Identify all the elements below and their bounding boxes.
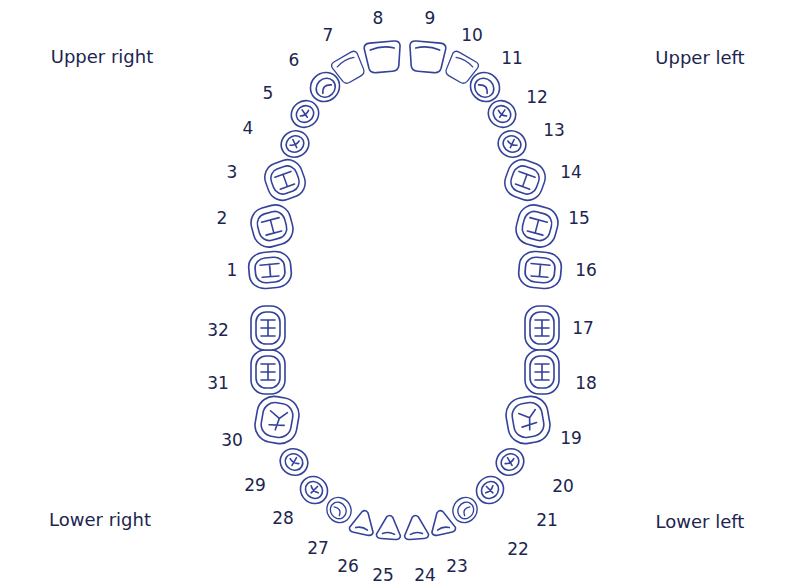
tooth [448, 493, 481, 527]
tooth-number: 32 [207, 322, 229, 339]
tooth-number: 3 [227, 164, 238, 181]
tooth-number: 8 [373, 10, 384, 27]
tooth [251, 350, 285, 394]
tooth-number: 28 [272, 510, 294, 527]
tooth-number: 24 [414, 567, 436, 584]
tooth-number: 9 [425, 10, 436, 27]
tooth [471, 471, 509, 509]
tooth [518, 250, 563, 290]
tooth [295, 471, 333, 509]
tooth-number: 26 [337, 558, 359, 575]
tooth-number: 1 [227, 262, 238, 279]
tooth [428, 508, 456, 536]
tooth [376, 515, 402, 540]
tooth [503, 394, 552, 447]
tooth-number: 18 [575, 375, 597, 392]
tooth [252, 394, 301, 447]
tooth [248, 202, 297, 251]
tooth [491, 444, 528, 481]
tooth-number: 7 [323, 27, 334, 44]
tooth [501, 156, 550, 205]
tooth-number: 4 [243, 120, 254, 137]
tooth-number: 16 [575, 262, 597, 279]
quadrant-label: Lower right [49, 511, 151, 529]
tooth [483, 95, 521, 132]
tooth [275, 444, 312, 481]
tooth-number: 19 [560, 430, 582, 447]
tooth-number: 15 [568, 210, 590, 227]
tooth-number: 31 [207, 375, 229, 392]
tooth [408, 40, 446, 73]
tooth-number: 14 [560, 164, 582, 181]
tooth [349, 508, 377, 536]
tooth-number: 5 [263, 85, 274, 102]
tooth [261, 156, 310, 205]
tooth [322, 493, 355, 527]
tooth-number: 21 [536, 512, 558, 529]
tooth-number: 13 [543, 122, 565, 139]
tooth [403, 515, 429, 540]
tooth [364, 40, 402, 73]
tooth-number: 29 [244, 477, 266, 494]
tooth [513, 202, 562, 251]
tooth [248, 250, 293, 290]
quadrant-label: Lower left [656, 513, 745, 531]
tooth-number: 25 [372, 567, 394, 584]
tooth-number: 27 [307, 540, 329, 557]
tooth-number: 22 [507, 541, 529, 558]
tooth [525, 350, 559, 394]
tooth-number: 11 [501, 50, 523, 67]
tooth-number: 10 [461, 27, 483, 44]
quadrant-label: Upper left [655, 49, 744, 67]
tooth-number: 23 [446, 558, 468, 575]
tooth-number: 30 [221, 432, 243, 449]
tooth-number: 12 [526, 89, 548, 106]
tooth [251, 306, 285, 350]
tooth-number: 2 [217, 210, 228, 227]
tooth [277, 126, 313, 161]
tooth [525, 306, 559, 350]
tooth-number: 20 [552, 478, 574, 495]
tooth [494, 126, 530, 161]
tooth [330, 50, 368, 86]
tooth-number: 17 [572, 320, 594, 337]
quadrant-label: Upper right [51, 48, 154, 66]
tooth-number: 6 [289, 52, 300, 69]
